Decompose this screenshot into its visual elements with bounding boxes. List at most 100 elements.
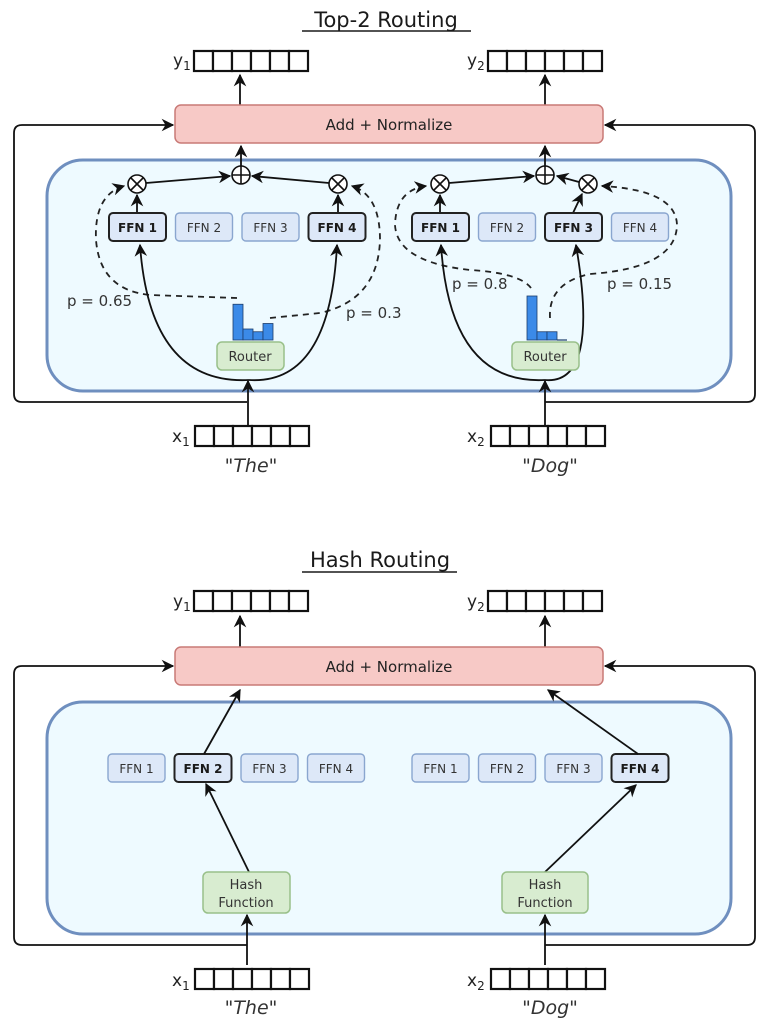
arrow-router-to-ffn xyxy=(544,243,585,381)
input-vector-x1: x1 "The" xyxy=(172,967,311,1019)
ffn-label: FFN 1 xyxy=(421,221,460,235)
ffn-block-active xyxy=(307,212,367,242)
section-title: Hash Routing xyxy=(310,548,450,572)
vector-cell xyxy=(543,49,566,73)
ffn-label: FFN 4 xyxy=(319,762,353,776)
vector-cell xyxy=(486,49,509,73)
arrow-ffn-to-mul xyxy=(571,192,583,214)
ffn-block-active xyxy=(544,212,603,242)
sum-node-icon xyxy=(231,165,251,185)
hash-function-label: Function xyxy=(517,896,572,911)
ffn-label: FFN 1 xyxy=(118,221,157,235)
input-vector-x2: x2 "Dog" xyxy=(467,967,607,1019)
arrow-mul-to-sum xyxy=(145,170,232,184)
histogram-bar xyxy=(232,303,244,341)
router-label: Router xyxy=(523,350,567,365)
ffn-block xyxy=(306,753,366,783)
ffn-block xyxy=(241,212,300,242)
vector-cells xyxy=(489,424,607,448)
histogram-bar xyxy=(526,295,538,341)
vector-cell xyxy=(584,967,607,991)
vector-cell xyxy=(505,589,528,613)
vector-cell xyxy=(249,589,272,613)
hash-function-label: Hash xyxy=(529,878,562,893)
svg-text:y1: y1 xyxy=(173,51,191,73)
arrow-mul-to-sum xyxy=(448,170,536,184)
vector-cell xyxy=(565,424,588,448)
ffn-expert-4: FFN 4 xyxy=(610,212,670,242)
svg-text:x1: x1 xyxy=(172,427,190,449)
vector-cell xyxy=(269,424,292,448)
residual-connection-right xyxy=(545,118,756,403)
ffn-expert-1: FFN 1 xyxy=(411,212,470,242)
vector-cell xyxy=(581,49,604,73)
vector-cell xyxy=(562,49,585,73)
vector-cell xyxy=(565,967,588,991)
ffn-block xyxy=(544,753,603,783)
arrow-router-to-ffn xyxy=(435,243,546,381)
ffn-expert-4: FFN 4 xyxy=(610,753,670,783)
ffn-label: FFN 4 xyxy=(621,762,660,776)
ffn-block-active xyxy=(411,212,470,242)
arrow-router-to-ffn xyxy=(134,243,250,381)
router-label: Router xyxy=(228,350,272,365)
ffn-block-active xyxy=(108,212,167,242)
vector-cell xyxy=(212,424,235,448)
probability-label: p = 0.65 xyxy=(67,292,132,310)
ffn-expert-2: FFN 2 xyxy=(477,753,537,783)
ffn-expert-1: FFN 1 xyxy=(107,753,166,783)
vector-cells xyxy=(193,967,311,991)
ffn-expert-4: FFN 4 xyxy=(307,212,367,242)
vector-cell xyxy=(231,967,254,991)
arrow-mul-to-sum xyxy=(555,172,580,186)
vector-cell xyxy=(288,967,311,991)
ffn-expert-2: FFN 2 xyxy=(173,753,233,783)
vector-cell xyxy=(211,589,234,613)
ffn-label: FFN 2 xyxy=(187,221,221,235)
ffn-block xyxy=(411,753,470,783)
vector-cell xyxy=(192,589,215,613)
ffn-block xyxy=(240,753,299,783)
vector-cells xyxy=(192,49,310,73)
vector-cells xyxy=(489,967,607,991)
arrow-hash-to-ffn xyxy=(544,784,637,873)
input-token: "The" xyxy=(225,455,278,477)
ffn-label: FFN 3 xyxy=(554,221,593,235)
ffn-expert-3: FFN 3 xyxy=(544,753,603,783)
vector-cell xyxy=(250,424,273,448)
hash-function-label: Hash xyxy=(230,878,263,893)
histogram-bar xyxy=(252,331,264,341)
vector-cell xyxy=(269,967,292,991)
probability-label: p = 0.8 xyxy=(452,275,507,293)
vector-cell xyxy=(249,49,272,73)
sum-node-icon xyxy=(535,165,555,185)
ffn-label: FFN 4 xyxy=(318,221,357,235)
ffn-block xyxy=(610,212,670,242)
vector-cell xyxy=(212,967,235,991)
router-block xyxy=(511,341,580,371)
vector-cells xyxy=(192,589,310,613)
svg-text:x1: x1 xyxy=(172,971,190,993)
vector-cell xyxy=(562,589,585,613)
ffn-expert-4: FFN 4 xyxy=(306,753,366,783)
residual-connection-left xyxy=(13,118,247,403)
top-2-routing-section: Top-2 Routing y1 y2 Add + Normalize xyxy=(13,8,756,477)
vector-cell xyxy=(287,49,310,73)
histogram-bar xyxy=(536,331,548,341)
histogram-bar xyxy=(242,328,254,341)
vector-cell xyxy=(211,49,234,73)
vector-cells xyxy=(486,49,604,73)
output-vector-y1: y1 xyxy=(173,49,310,73)
multiply-node-icon xyxy=(127,174,147,194)
ffn-expert-1: FFN 1 xyxy=(411,753,470,783)
svg-text:y2: y2 xyxy=(467,51,485,73)
vector-cell xyxy=(508,967,531,991)
ffn-block xyxy=(477,212,537,242)
vector-cell xyxy=(268,49,291,73)
vector-cells xyxy=(193,424,311,448)
vector-cell xyxy=(546,424,569,448)
